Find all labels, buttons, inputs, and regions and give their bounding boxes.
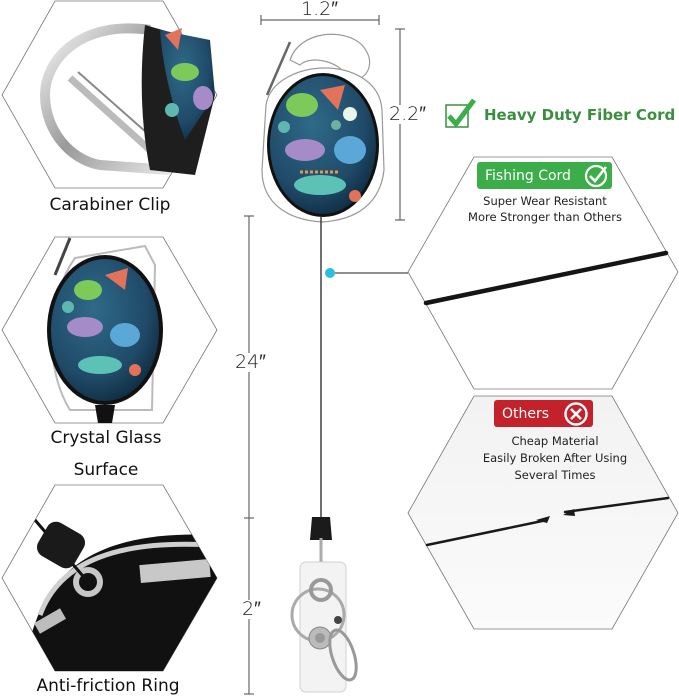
hex-anti-friction bbox=[1, 484, 218, 672]
others-note-2: Easily Broken After Using bbox=[482, 451, 628, 465]
hex-fishing-cord bbox=[407, 156, 679, 390]
fishing-cord-badge: Fishing Cord bbox=[477, 162, 612, 189]
others-note-3: Several Times bbox=[514, 468, 596, 482]
crystal-caption-line1: Crystal Glass bbox=[50, 428, 162, 448]
hex-carabiner bbox=[1, 0, 218, 189]
cord-callout bbox=[325, 268, 408, 278]
clip-length-label: 2″ bbox=[241, 598, 262, 620]
heavy-duty-heading: Heavy Duty Fiber Cord bbox=[484, 106, 676, 124]
anti-friction-caption: Anti-friction Ring bbox=[36, 676, 180, 696]
circle-x-icon bbox=[564, 402, 588, 426]
width-dimension-label: 1.2″ bbox=[300, 0, 339, 20]
fishing-cord-badge-label: Fishing Cord bbox=[485, 167, 571, 184]
badge-reel bbox=[261, 33, 385, 693]
checkbox-check-icon bbox=[445, 98, 476, 128]
carabiner-caption: Carabiner Clip bbox=[49, 195, 171, 215]
others-badge: Others bbox=[494, 400, 593, 427]
cord-length-label: 24″ bbox=[234, 351, 267, 373]
hex-crystal-glass bbox=[1, 236, 218, 424]
crystal-caption-line2: Surface bbox=[73, 460, 139, 480]
hex-others bbox=[407, 395, 679, 630]
circle-check-icon bbox=[584, 164, 608, 188]
fishing-cord-note-2: More Stronger than Others bbox=[468, 210, 622, 224]
fishing-cord-note-1: Super Wear Resistant bbox=[483, 194, 607, 208]
others-note-1: Cheap Material bbox=[511, 434, 599, 448]
height-dimension-label: 2.2″ bbox=[388, 103, 427, 125]
others-badge-label: Others bbox=[502, 405, 550, 422]
